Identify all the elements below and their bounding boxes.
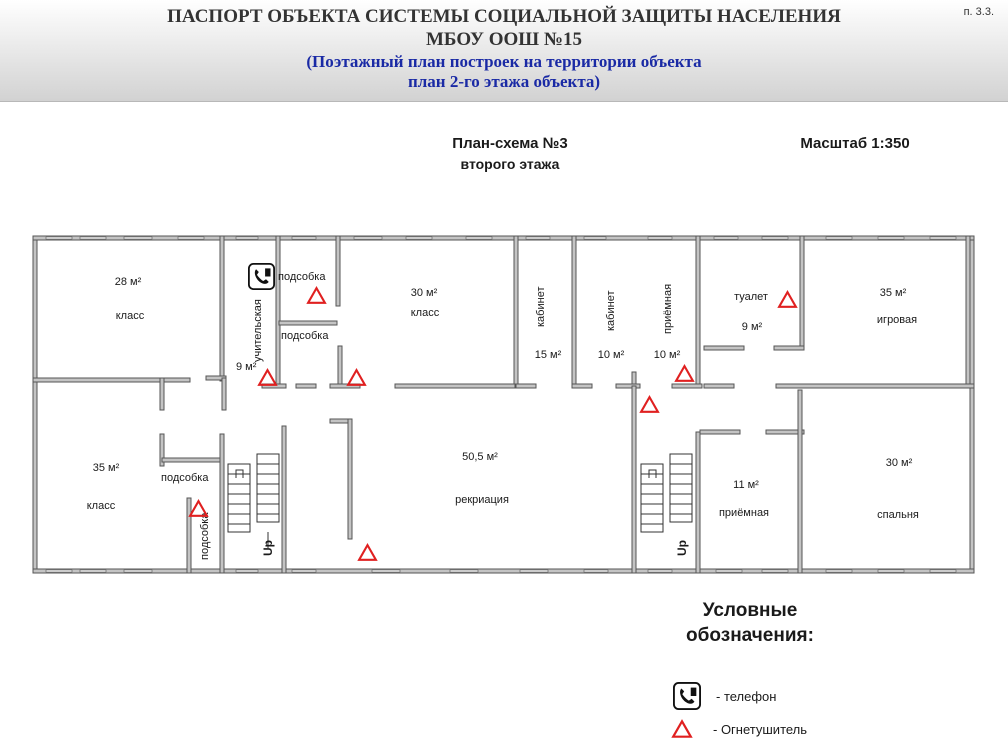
room-area: 10 м² (654, 349, 681, 361)
extinguisher-icon (258, 369, 277, 386)
room-area: 10 м² (598, 349, 625, 361)
page-number: п. 3.3. (963, 6, 994, 18)
extinguisher-icon (675, 365, 694, 382)
room-area: 11 м² (733, 479, 759, 491)
legend-phone-label: - телефон (716, 689, 777, 704)
room-name: класс (116, 310, 145, 322)
room-area: 9 м² (742, 321, 763, 333)
walls (32, 235, 975, 574)
room-area: 35 м² (880, 287, 907, 299)
extinguisher-icon (307, 287, 326, 304)
room-area: 28 м² (115, 276, 142, 288)
extinguisher-icon (358, 544, 377, 561)
room-name: кабинет (605, 291, 617, 331)
legend-extinguisher-icon (672, 720, 692, 738)
room-area: 30 м² (886, 457, 913, 469)
room-area: 9 м² (236, 361, 257, 373)
room-area: 30 м² (411, 287, 438, 299)
legend-title-line1: Условные (702, 600, 798, 621)
room-name: кабинет (535, 287, 547, 327)
school-name: МБОУ ООШ №15 (425, 29, 583, 50)
extinguisher-icon (347, 369, 366, 386)
legend-title-line2: обозначения: (686, 625, 814, 646)
plan-title: План-схема №3 (452, 135, 568, 152)
plan-floor-subtitle: второго этажа (460, 156, 560, 172)
room-area: 35 м² (93, 462, 120, 474)
room-name: класс (411, 307, 440, 319)
extinguisher-icon (778, 291, 797, 308)
room-name: подсобка (281, 330, 329, 342)
room-name: туалет (734, 291, 768, 303)
extinguishers (189, 287, 797, 561)
room-name: подсобка (199, 512, 211, 560)
phone-icon (248, 263, 275, 290)
room-name: приёмная (662, 284, 674, 334)
room-name: учительская (252, 299, 264, 362)
room-name: подсобка (278, 271, 326, 283)
staircase-left (227, 453, 280, 548)
legend-title: Условные обозначения: (670, 598, 830, 648)
passport-title: ПАСПОРТ ОБЪЕКТА СИСТЕМЫ СОЦИАЛЬНОЙ ЗАЩИТ… (167, 6, 841, 27)
room-name: рекриация (455, 494, 509, 506)
room-name: игровая (877, 314, 917, 326)
stair-up-label-left: Up (261, 540, 275, 556)
plan-subtitle-line2: план 2-го этажа объекта) (407, 72, 601, 91)
stair-up-label-right: Up (675, 540, 689, 556)
extinguisher-icon (640, 396, 659, 413)
plan-scale: Масштаб 1:350 (800, 135, 910, 152)
legend-phone-icon (673, 682, 701, 710)
room-area: 15 м² (535, 349, 562, 361)
header-banner: ПАСПОРТ ОБЪЕКТА СИСТЕМЫ СОЦИАЛЬНОЙ ЗАЩИТ… (0, 0, 1008, 102)
plan-subtitle-line1: (Поэтажный план построек на территории о… (306, 52, 702, 71)
room-name: класс (87, 500, 116, 512)
legend-extinguisher-label: - Огнетушитель (713, 722, 808, 737)
room-name: подсобка (161, 472, 209, 484)
room-labels: 28 м² класс подсобка подсобка 9 м² учите… (87, 271, 919, 560)
staircase-right (640, 453, 693, 533)
room-area: 50,5 м² (462, 451, 498, 463)
room-name: приёмная (719, 507, 769, 519)
windows (45, 236, 957, 573)
room-name: спальня (877, 509, 919, 521)
